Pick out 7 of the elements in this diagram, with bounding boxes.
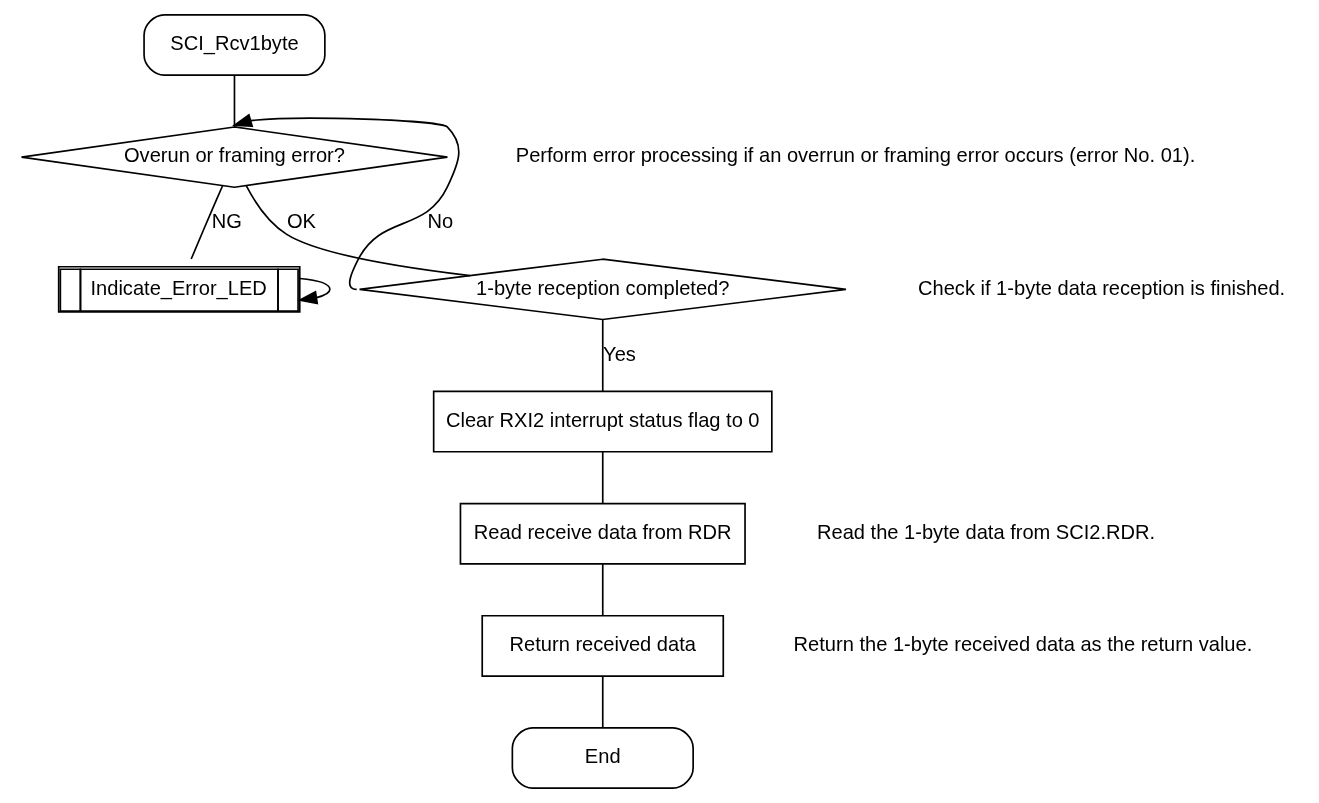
node-label: Read the 1-byte data from SCI2.RDR.: [816, 520, 1155, 543]
edge-label: No: [427, 210, 453, 233]
node-label: Return the 1-byte received data as the return value.: [793, 633, 1252, 656]
edge-label: OK: [286, 210, 316, 233]
node-label: Check if 1-byte data reception is finished.: [917, 276, 1285, 299]
edge-label: NG: [211, 210, 242, 233]
node-label: Perform error processing if an overrun or framing error occurs (error No. 01).: [515, 144, 1195, 167]
